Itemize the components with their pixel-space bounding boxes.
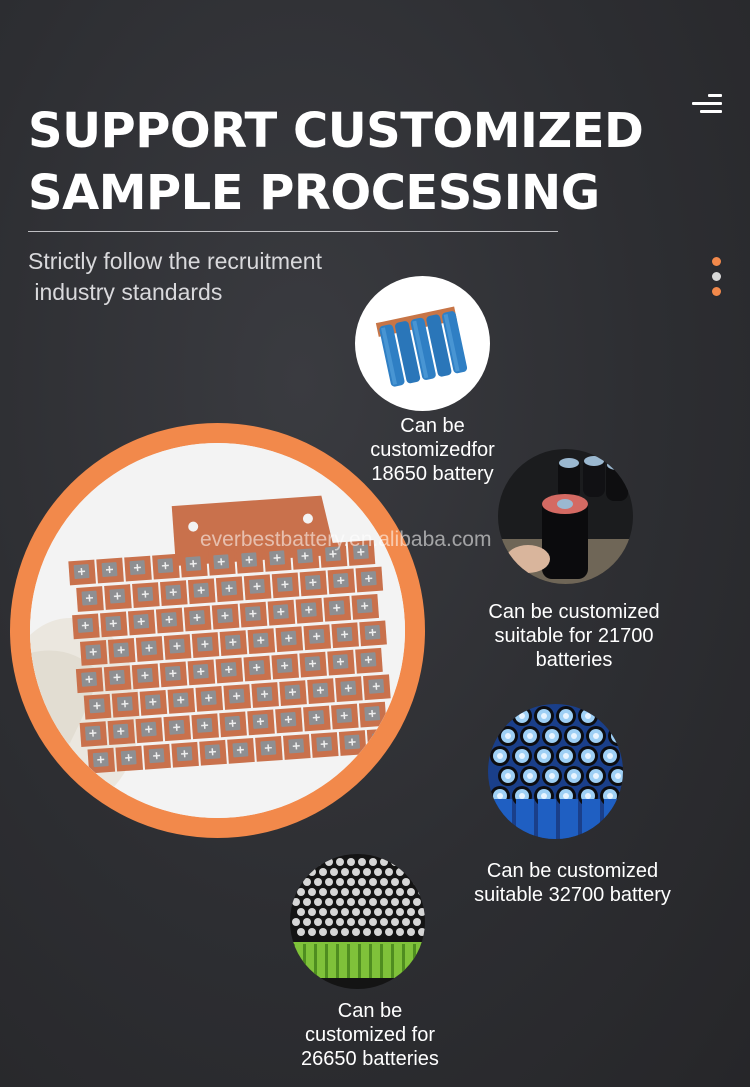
indicator-dot-3[interactable] (712, 287, 721, 296)
nickel-strip-photo (30, 443, 405, 818)
indicator-dot-2[interactable] (712, 272, 721, 281)
page-indicator (711, 257, 723, 301)
page-subtitle: Strictly follow the recruitment industry… (28, 246, 322, 308)
caption-21700: Can be customized suitable for 21700 bat… (488, 601, 660, 671)
subtitle-line-2: industry standards (28, 279, 223, 305)
subtitle-line-1: Strictly follow the recruitment (28, 248, 322, 274)
title-line-1: SUPPORT CUSTOMIZED (28, 103, 644, 159)
caption-18650: Can be customizedfor 18650 battery (370, 415, 495, 485)
page-title: SUPPORT CUSTOMIZED SAMPLE PROCESSING (28, 100, 644, 224)
menu-icon[interactable] (692, 92, 722, 116)
caption-26650: Can be customized for 26650 batteries (301, 1000, 439, 1070)
nickel-strip-image (10, 423, 425, 838)
title-divider (28, 231, 558, 232)
32700-battery-image (488, 704, 623, 839)
21700-battery-image (498, 449, 633, 584)
18650-battery-pack-image (355, 276, 490, 411)
26650-battery-image (290, 854, 425, 989)
title-line-2: SAMPLE PROCESSING (28, 165, 600, 221)
watermark-text: everbestbattery.en.alibaba.com (200, 528, 492, 551)
indicator-dot-1[interactable] (712, 257, 721, 266)
caption-32700: Can be customized suitable 32700 battery (474, 860, 671, 906)
